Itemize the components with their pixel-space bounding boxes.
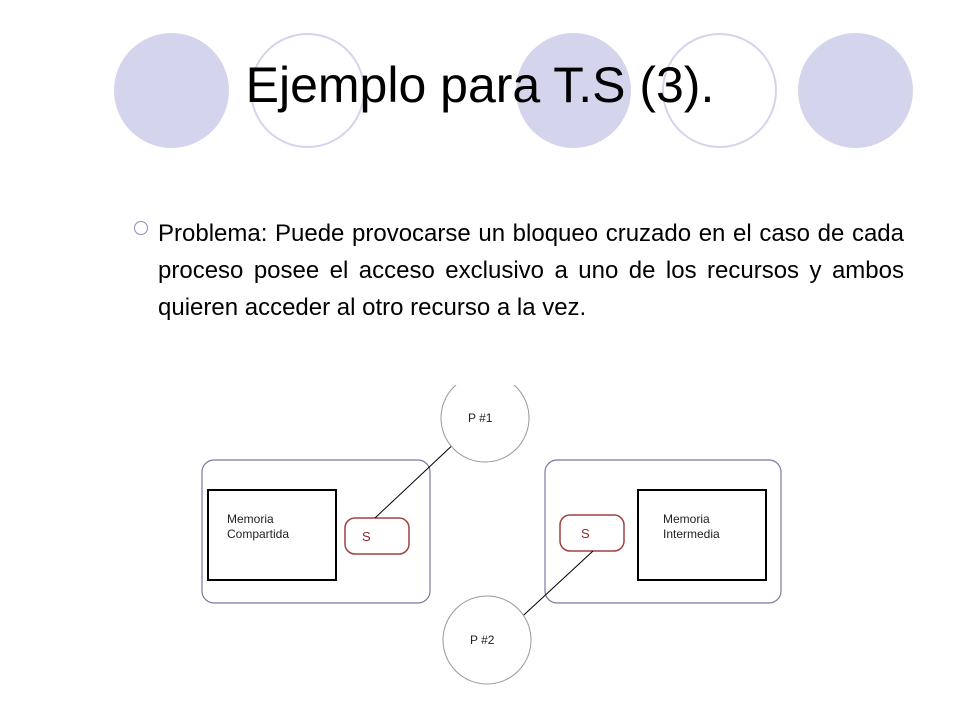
- bullet-text: Problema: Puede provocarse un bloqueo cr…: [158, 220, 904, 321]
- right-memory-label-1: Memoria: [663, 512, 710, 526]
- left-semaphore-label: S: [362, 529, 371, 544]
- right-memory-box: [637, 489, 767, 581]
- decor-circle-2: [516, 33, 631, 148]
- decor-ring-1: [250, 33, 365, 148]
- left-memory-box: [207, 489, 337, 581]
- left-memory-label-2: Compartida: [227, 527, 289, 541]
- decor-ring-2: [662, 33, 777, 148]
- left-memory-label-1: Memoria: [227, 512, 274, 526]
- left-container: [201, 459, 431, 604]
- right-memory-label-2: Intermedia: [663, 527, 720, 541]
- right-semaphore: [559, 514, 625, 552]
- bullet-item: Problema: Puede provocarse un bloqueo cr…: [134, 215, 904, 326]
- link-p2-right-semaphore: [512, 550, 594, 626]
- bullet-circle-icon: [134, 221, 148, 235]
- process-1-label: P #1: [468, 411, 493, 425]
- process-2-node: [442, 595, 532, 685]
- left-semaphore: [344, 517, 410, 555]
- right-semaphore-label: S: [581, 526, 590, 541]
- link-p1-left-semaphore: [374, 439, 459, 519]
- right-container: [544, 459, 782, 604]
- process-1-node: [440, 385, 530, 463]
- decor-circle-1: [114, 33, 229, 148]
- slide-title: Ejemplo para T.S (3).: [245, 57, 715, 113]
- process-2-label: P #2: [470, 633, 495, 647]
- deadlock-diagram: Memoria Compartida S Memoria Intermedia …: [201, 385, 782, 685]
- decor-circle-3: [798, 33, 913, 148]
